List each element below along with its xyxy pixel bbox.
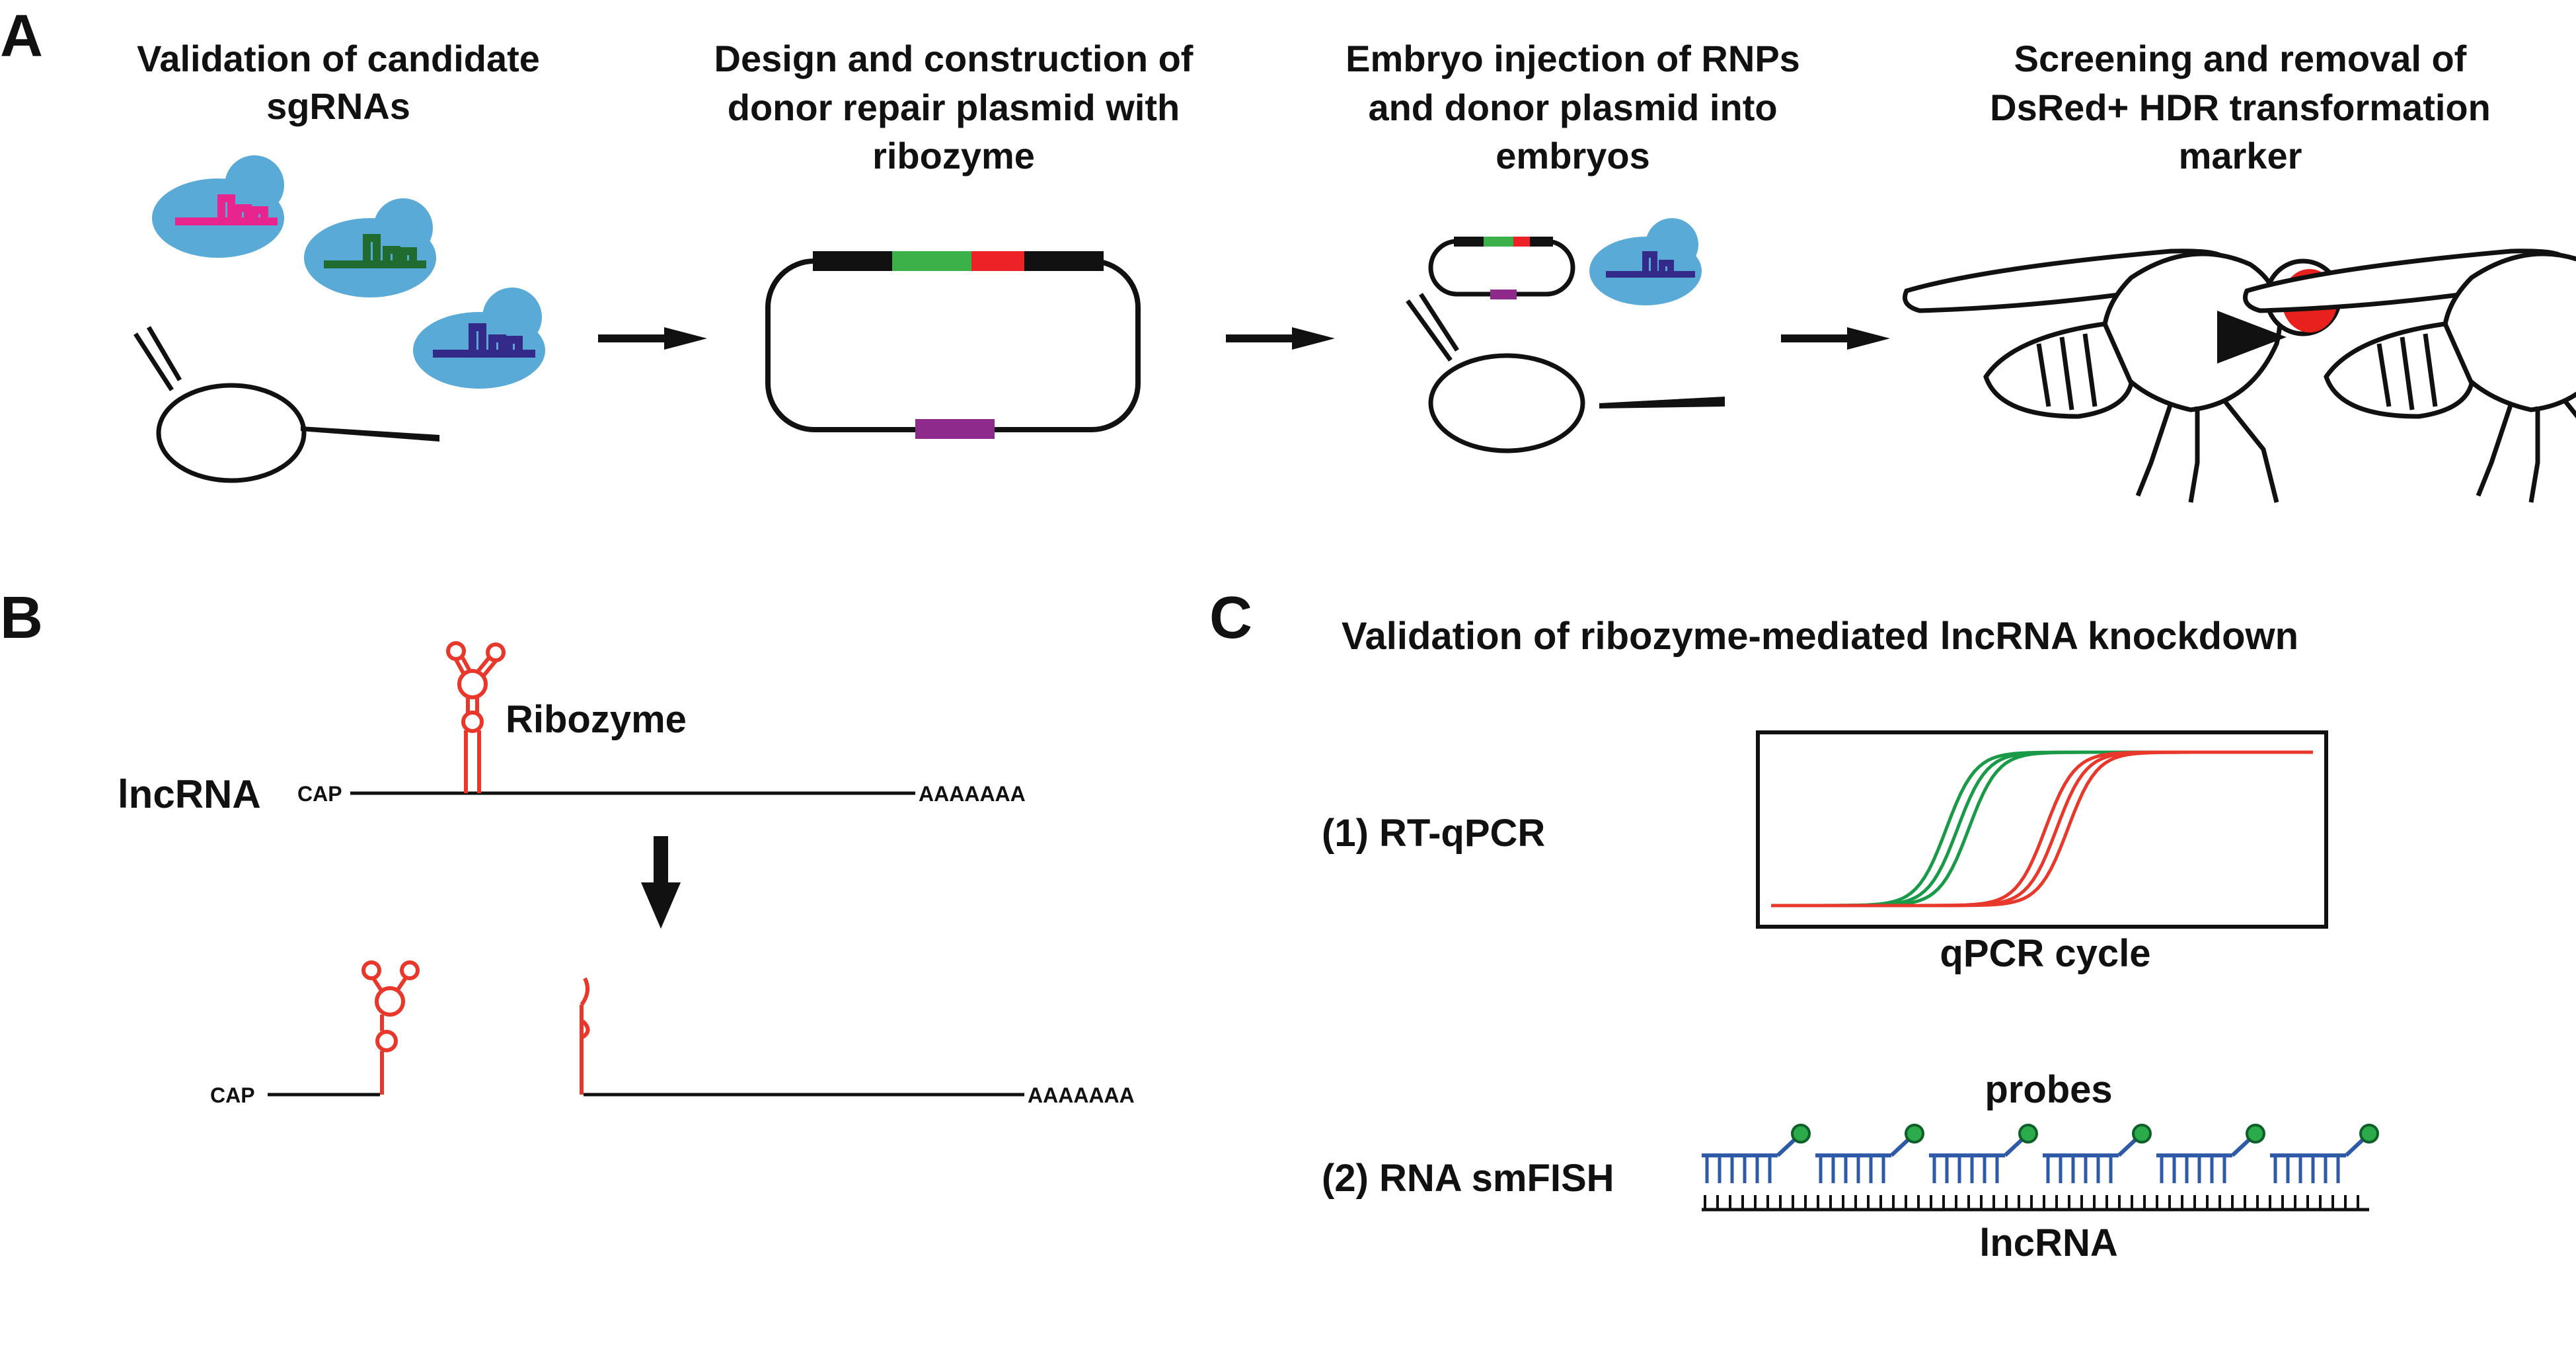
step-4-title: Screening and removal of DsRed+ HDR tran…: [1990, 38, 2491, 176]
fluorophore-icon: [1905, 1124, 1924, 1144]
rna-smfish-label: (2) RNA smFISH: [1322, 1157, 1614, 1200]
step-1-title: Validation of candidate sgRNAs: [137, 38, 540, 127]
step-2-title-line-1: Design and construction of: [714, 38, 1193, 79]
probes-label: probes: [1985, 1068, 2112, 1111]
rt-qpcr-label: (1) RT-qPCR: [1322, 812, 1545, 855]
polya-label-bottom: AAAAAAA: [1028, 1083, 1135, 1107]
cap-label-top: CAP: [297, 782, 342, 806]
fly-marker-removed-icon: [2246, 251, 2576, 502]
step-4-title-line-1: Screening and removal of: [2014, 38, 2467, 79]
step-1-title-line-2: sgRNAs: [266, 85, 410, 127]
step-2-title-line-3: ribozyme: [872, 135, 1035, 176]
step-3-title: Embryo injection of RNPs and donor plasm…: [1345, 38, 1800, 176]
rnp-purple-icon: [413, 288, 545, 389]
cap-label-bottom: CAP: [210, 1083, 255, 1107]
fluorophore-icon: [2132, 1124, 2152, 1144]
panel-a-letter: A: [0, 3, 43, 69]
fluorophore-icon: [1791, 1124, 1811, 1144]
arrow-1-icon: [598, 327, 707, 350]
panel-c-title: Validation of ribozyme-mediated lncRNA k…: [1342, 615, 2298, 658]
qpcr-curves: [1771, 750, 2313, 908]
arrow-2-icon: [1226, 327, 1335, 350]
qpcr-plot-frame: [1756, 730, 2328, 929]
cleaved-ribozyme-5prime-icon: [361, 960, 420, 1095]
lncrna-target-label: lncRNA: [1979, 1222, 2117, 1264]
step-4-title-line-2: DsRed+ HDR transformation: [1990, 87, 2491, 128]
embryo-needle-icon: [133, 326, 439, 483]
ribozyme-hairpin-icon: [446, 641, 506, 793]
step-3-title-line-1: Embryo injection of RNPs: [1345, 38, 1800, 79]
panel-b-letter: B: [0, 585, 43, 651]
step-2-title: Design and construction of donor repair …: [714, 38, 1193, 176]
step-3-title-line-2: and donor plasmid into: [1368, 87, 1777, 128]
polya-label-top: AAAAAAA: [919, 782, 1026, 806]
panel-c-letter: C: [1209, 585, 1252, 651]
ribozyme-label: Ribozyme: [506, 698, 687, 741]
qpcr-curve-knockdown-3: [1771, 750, 2313, 908]
cleavage-arrow-icon: [641, 836, 681, 929]
step-2-title-line-2: donor repair plasmid with: [728, 87, 1180, 128]
lncrna-label: lncRNA: [118, 772, 261, 816]
arrowhead-icon: [2217, 311, 2287, 364]
injection-mix-icon: [1428, 218, 1702, 305]
smfish-probes: [1702, 1124, 2379, 1212]
fluorophore-icon: [2359, 1124, 2379, 1144]
arrow-3-icon: [1781, 327, 1890, 350]
qpcr-plot: [1756, 730, 2328, 929]
embryo-injection-icon: [1406, 293, 1725, 453]
donor-plasmid-icon: [765, 251, 1141, 439]
fluorophore-icon: [2018, 1124, 2038, 1144]
fluorophore-icon: [2246, 1124, 2265, 1144]
qpcr-xlabel: qPCR cycle: [1940, 932, 2150, 975]
cleaved-ribozyme-3prime-icon: [580, 977, 590, 1095]
rnp-magenta-icon: [152, 155, 284, 258]
step-1-title-line-1: Validation of candidate: [137, 38, 540, 79]
step-4-title-line-3: marker: [2179, 135, 2302, 176]
rnp-green-icon: [304, 198, 436, 297]
step-3-title-line-3: embryos: [1496, 135, 1649, 176]
